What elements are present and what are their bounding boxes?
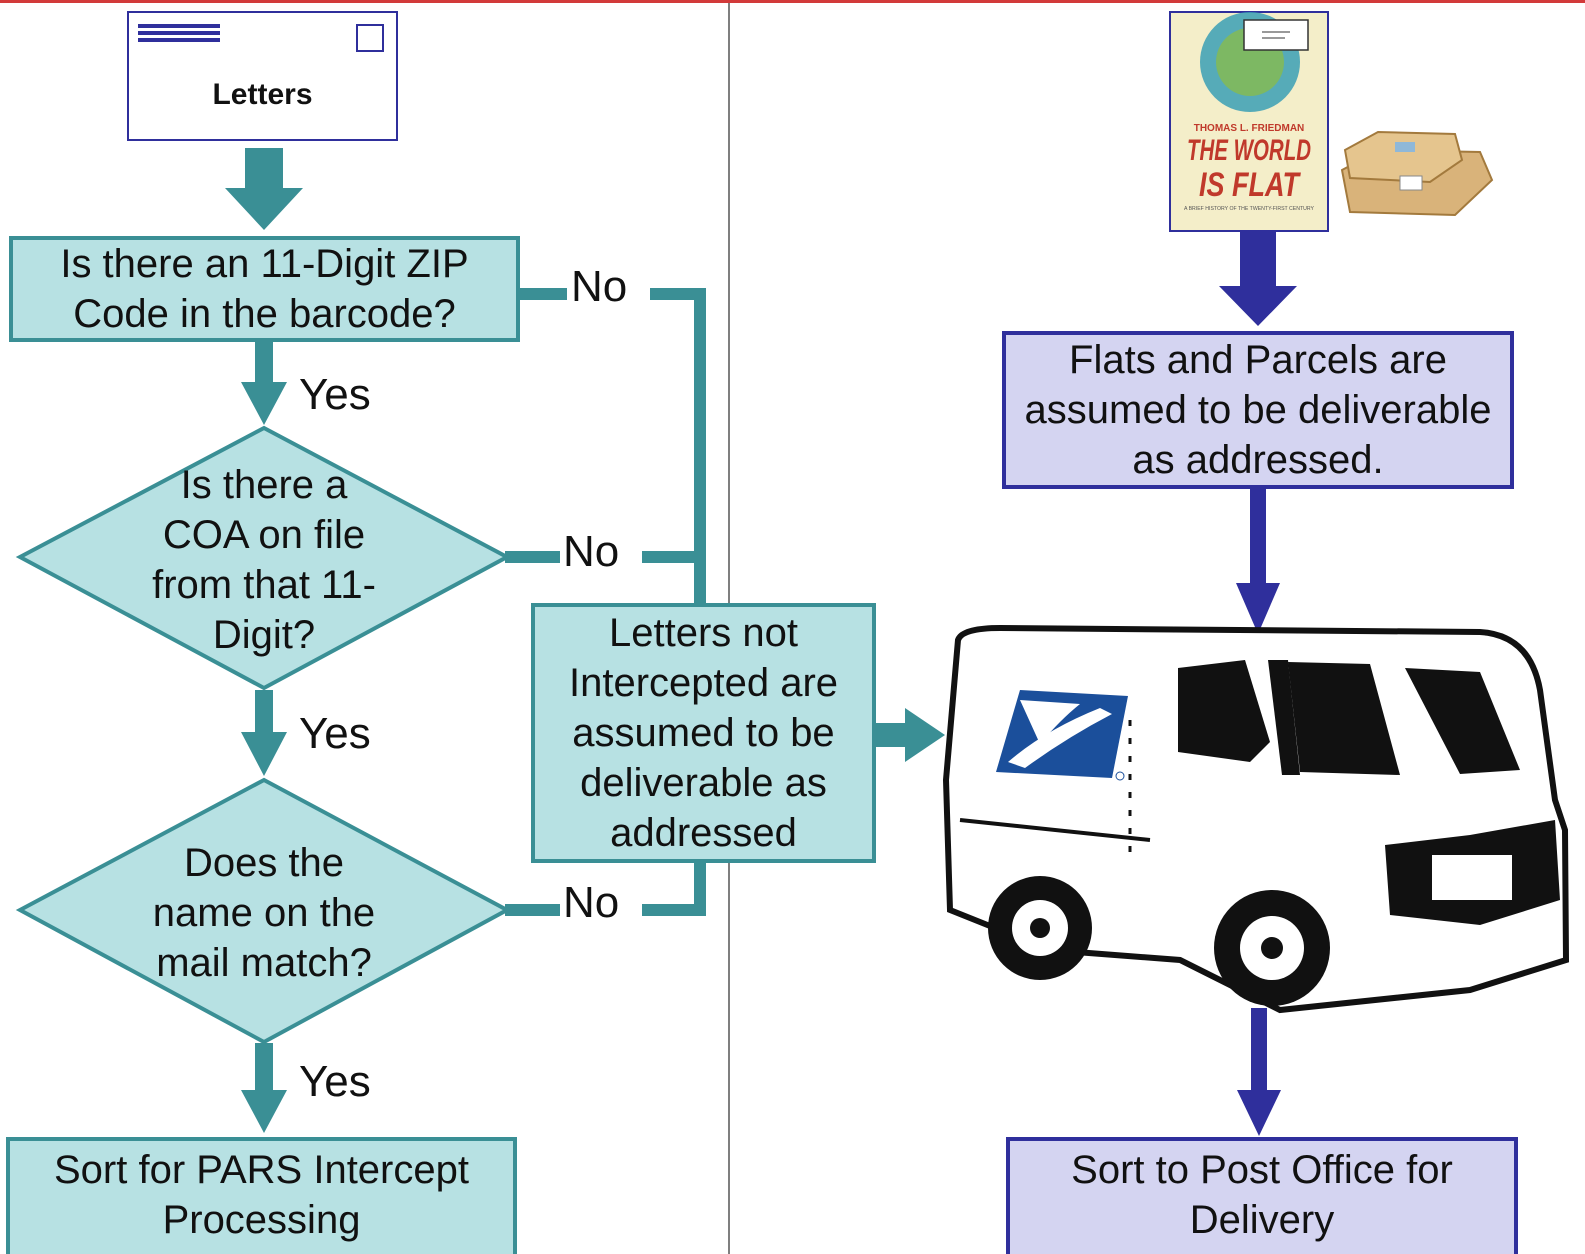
no-label-2: No xyxy=(563,527,620,576)
arrow-flats-to-truck xyxy=(1236,488,1280,634)
arrow-truck-to-end xyxy=(1237,1008,1281,1136)
envelope-letters-label: Letters xyxy=(212,78,313,111)
delivery-truck-image xyxy=(942,624,1570,1014)
not-intercepted-text: Letters not Intercepted are assumed to b… xyxy=(568,611,839,855)
arrow-q1-to-q2 xyxy=(241,342,287,425)
stamp-icon xyxy=(356,24,384,52)
no-connectors xyxy=(505,288,706,916)
book-title-line1: THE WORLD xyxy=(1187,134,1311,167)
decision-zip-box: Is there an 11-Digit ZIP Code in the bar… xyxy=(9,236,520,342)
no-label-1: No xyxy=(571,262,628,311)
no-label-3: No xyxy=(563,878,620,927)
parcels-image xyxy=(1340,130,1494,217)
flats-parcels-box: Flats and Parcels are assumed to be deli… xyxy=(1002,331,1514,489)
decision-coa-diamond xyxy=(15,425,512,691)
yes-label-2: Yes xyxy=(299,709,371,758)
yes-label-3: Yes xyxy=(299,1057,371,1106)
arrow-to-truck xyxy=(874,708,945,762)
decision-coa-text: Is there a COA on file from that 11-Digi… xyxy=(152,463,376,657)
book-subtitle: A BRIEF HISTORY OF THE TWENTY-FIRST CENT… xyxy=(1184,206,1315,212)
flats-parcels-text: Flats and Parcels are assumed to be deli… xyxy=(1024,338,1492,482)
violet-arrows xyxy=(1219,232,1297,1136)
teal-arrows xyxy=(225,148,945,1133)
sort-pars-box: Sort for PARS Intercept Processing xyxy=(6,1137,517,1254)
book-author: THOMAS L. FRIEDMAN xyxy=(1194,123,1305,134)
yes-label-1: Yes xyxy=(299,370,371,419)
arrow-book-to-flats xyxy=(1219,232,1297,326)
arrow-envelope-to-q1 xyxy=(225,148,303,230)
book-title-line2: IS FLAT xyxy=(1199,166,1302,204)
arrow-q3-to-end xyxy=(241,1043,287,1133)
letters-envelope xyxy=(127,11,398,141)
not-intercepted-box: Letters not Intercepted are assumed to b… xyxy=(531,603,876,863)
sort-post-office-box: Sort to Post Office for Delivery xyxy=(1006,1137,1518,1254)
decision-name-text: Does the name on the mail match? xyxy=(152,841,376,985)
decision-name-diamond xyxy=(15,777,512,1045)
book-cover-image xyxy=(1169,11,1329,232)
arrow-q2-to-q3 xyxy=(241,690,287,776)
decision-zip-text: Is there an 11-Digit ZIP Code in the bar… xyxy=(60,242,469,336)
sort-pars-text: Sort for PARS Intercept Processing xyxy=(54,1148,469,1242)
sort-post-office-text: Sort to Post Office for Delivery xyxy=(1071,1148,1453,1242)
top-rule xyxy=(0,0,1585,3)
usps-eagle-icon xyxy=(996,690,1128,781)
